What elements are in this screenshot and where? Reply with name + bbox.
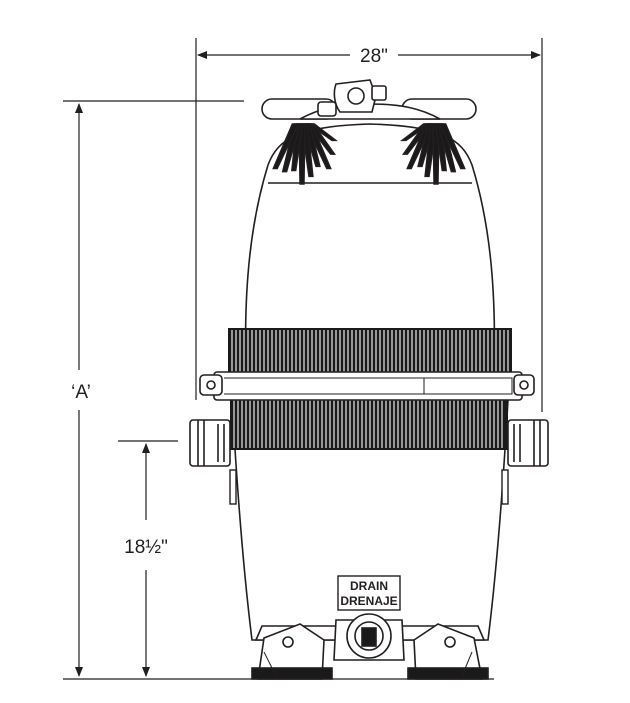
drain-label-line1: DRAIN <box>350 579 388 593</box>
drain-label-line2: DRENAJE <box>340 594 397 608</box>
tank-body <box>231 399 509 641</box>
left-lid-clips <box>272 123 339 185</box>
right-lid-clips <box>399 123 466 185</box>
port-height-label: 18½" <box>124 537 168 558</box>
right-port <box>507 419 549 467</box>
filter-base <box>251 623 489 680</box>
drain-plug <box>333 613 405 661</box>
lower-ribbed-band <box>230 398 508 450</box>
filter-tank <box>231 123 509 641</box>
top-valve <box>261 79 477 120</box>
port-height-dimension <box>118 440 178 677</box>
left-port <box>189 419 231 467</box>
lid-clip <box>438 123 466 170</box>
height-label: ‘A’ <box>71 382 91 403</box>
width-dimension <box>195 38 543 412</box>
clamp-ring <box>199 371 535 401</box>
tank-lid <box>244 123 496 373</box>
lid-clip <box>272 123 300 170</box>
drain-label-box: DRAIN DRENAJE <box>337 575 401 611</box>
upper-ribbed-band <box>228 328 512 374</box>
width-label: 28" <box>360 46 388 67</box>
body-latches <box>229 469 509 505</box>
